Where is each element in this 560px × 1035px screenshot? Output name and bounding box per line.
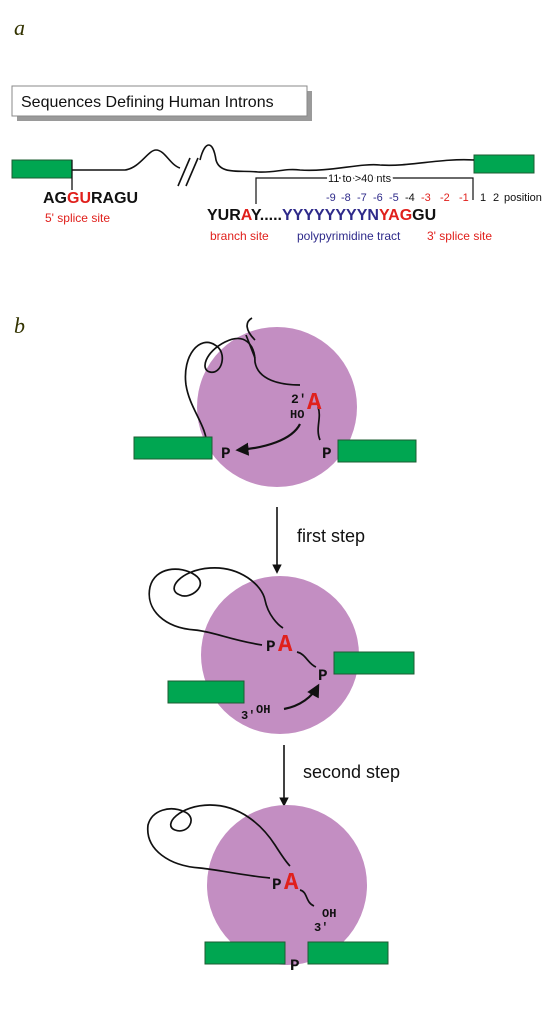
oh-label-3: OH [322,907,336,921]
title-box [11,85,308,117]
branch-a-3: A [284,870,299,897]
span-bracket [255,177,474,204]
seq-branch-pre: YUR [207,207,241,224]
exon-3-box-1 [337,439,417,463]
step-2-label: second step [303,762,400,782]
pos-ag-1: -2 [440,192,450,204]
step-1-label: first step [297,526,365,546]
pos-ppt-3: -6 [373,192,383,204]
intron-loop-1 [184,337,301,448]
seq-n: N [367,207,379,224]
exon-5-box-3 [204,941,286,965]
pos-exon-0: 1 [480,192,486,204]
stage-2: P A P 3' OH [148,567,415,734]
phosphate-ligated-3: P [290,957,300,975]
phosphate-3-1: P [322,445,332,463]
oh-stub-3 [299,889,315,907]
three-prime-label-3: 3' [314,921,328,935]
span-label: 11 to >40 nts [328,173,392,185]
position-word: position [504,192,542,204]
phosphate-branch-2: P [266,638,276,656]
seq-gu: GU [412,207,436,224]
stage-1: P P 2' A HO [133,317,417,487]
branch-to-exon-2 [296,651,317,668]
branch-to-exon-1 [317,406,321,441]
branch-a-1: A [307,390,322,417]
three-prime-label-2: 3' [241,709,255,723]
seq-branch-a: A [241,207,253,224]
intron-line-right [199,144,475,173]
intron-line-break-1 [177,157,191,187]
intron-loop-1-b [245,317,256,359]
seq-5ss-ag: AG [43,190,67,207]
exon-3-box-3 [307,941,389,965]
panel-a-letter: a [14,15,25,40]
label-3ss: 3' splice site [427,229,492,243]
phosphate-5-1: P [221,445,231,463]
intron-line [72,149,181,171]
title-text: Sequences Defining Human Introns [21,94,274,111]
intron-loop-2 [148,567,284,646]
pos-ppt-0: -9 [326,192,336,204]
stage-3: P A OH 3' P [147,804,389,975]
label-branch-site: branch site [210,229,269,243]
pos-ag-0: -3 [421,192,431,204]
spliceosome-circle-3 [207,805,367,965]
intron-loop-3 [147,804,291,879]
phosphate-3-2: P [318,667,328,685]
pos-ppt-1: -8 [341,192,351,204]
pos-n: -4 [405,192,415,204]
label-5ss: 5' splice site [45,211,110,225]
panel-b-letter: b [14,313,25,338]
phosphate-branch-3: P [272,876,282,894]
exon-3-box-2 [333,651,415,675]
pos-ppt-2: -7 [357,192,367,204]
ho-label: HO [290,408,304,422]
pos-exon-1: 2 [493,192,499,204]
seq-5ss-gu: GU [67,190,91,207]
seq-5ss: AGGURAGU [43,190,138,207]
attack-arrow-2 [283,683,320,711]
oh-label-2: OH [256,703,270,717]
exon-5-box [11,159,73,179]
position-row: -9 -8 -7 -6 -5 -4 -3 -2 -1 1 2 position [326,192,542,204]
attack-arrow-1 [235,423,301,456]
branch-a-2: A [278,632,293,659]
exon-5-box-2 [167,680,245,704]
pos-ag-2: -1 [459,192,469,204]
exon-3-box [473,154,535,174]
seq-5ss-ragu: RAGU [91,190,138,207]
pos-ppt-4: -5 [389,192,399,204]
two-prime-label: 2' [291,392,307,407]
intron-line-break-2 [185,157,199,187]
seq-branch-post: Y..... [251,207,282,224]
exon-5-box-1 [133,436,213,460]
seq-3ss: YURAY.....YYYYYYYYNYAGGU [207,207,436,224]
seq-yag: YAG [379,207,412,224]
seq-ppt: YYYYYYYY [282,207,368,224]
label-ppt: polypyrimidine tract [297,229,401,243]
